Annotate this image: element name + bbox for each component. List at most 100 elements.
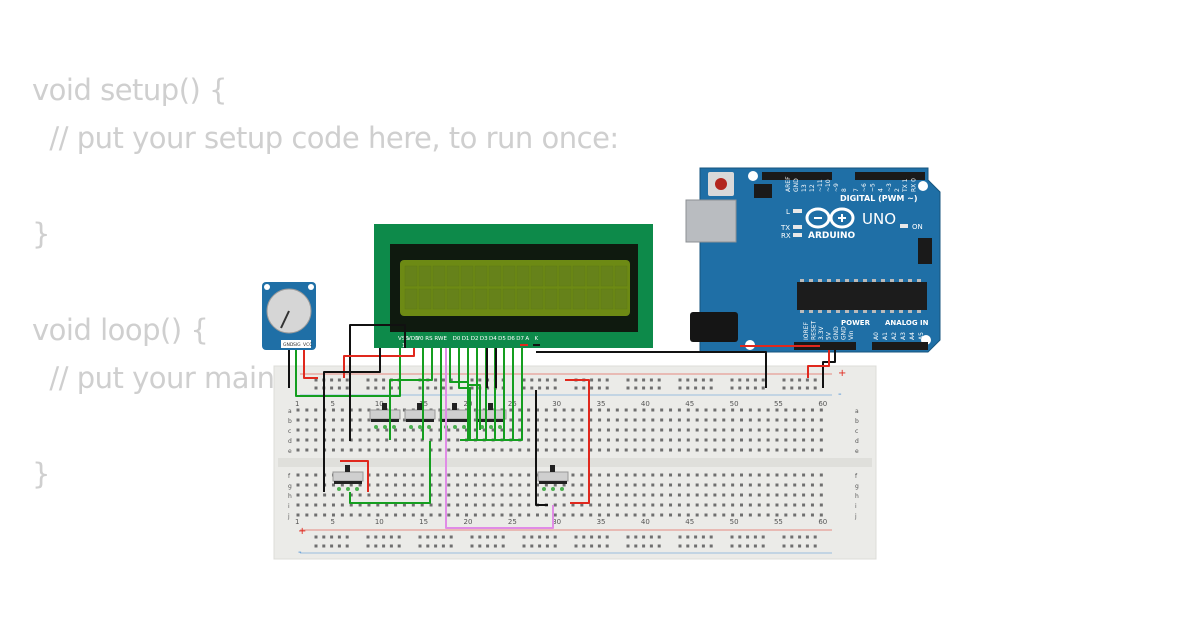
row-letter: b [855, 418, 859, 425]
digital-pin-label: GND [793, 178, 800, 192]
digital-header-right[interactable] [855, 172, 925, 180]
power-pin-label: IOREF [803, 322, 810, 340]
wire[interactable] [295, 348, 401, 397]
led-rx [793, 233, 802, 237]
led-l-label: L [786, 208, 790, 216]
column-number-top: 10 [375, 400, 384, 408]
wire[interactable] [445, 348, 554, 529]
row-letter: g [288, 483, 292, 490]
breadboard[interactable]: 1155101015152020252530303535404045455050… [273, 365, 877, 560]
column-number-top: 60 [818, 400, 827, 408]
digital-pin-label: 4 [878, 188, 885, 192]
power-pin-label: GND [833, 326, 840, 340]
wire[interactable] [565, 379, 590, 504]
digital-pin-label: 12 [809, 184, 816, 192]
icsp-header [754, 184, 932, 264]
lcd-pin-label: RS [425, 336, 433, 342]
column-number-top: 40 [641, 400, 650, 408]
lcd-pin-label: VSS [398, 336, 409, 342]
led-tx [793, 225, 802, 229]
analog-header[interactable] [872, 342, 928, 350]
lcd-pin-label: A [525, 336, 529, 342]
rail-minus-label-bottom: - [298, 547, 302, 558]
code-line[interactable]: } [32, 457, 50, 491]
wire[interactable] [323, 348, 381, 492]
column-number-top: 30 [552, 400, 561, 408]
lcd-pin-label: D3 [480, 336, 488, 342]
on-led [900, 224, 908, 228]
led-l [793, 209, 802, 213]
digital-pin-label: ~3 [886, 183, 893, 192]
wire[interactable] [389, 348, 433, 440]
slide-switch[interactable] [332, 465, 364, 491]
code-line[interactable]: void setup() { [32, 73, 227, 107]
row-letter: e [288, 448, 292, 455]
column-number-bottom: 40 [641, 518, 650, 526]
breadboard-holes[interactable] [296, 378, 823, 548]
wire[interactable] [535, 390, 548, 506]
row-letter: i [855, 503, 857, 510]
wire[interactable] [807, 350, 830, 378]
row-letter: a [855, 408, 859, 415]
pot-pin-label: GND [283, 342, 294, 348]
usb-port [685, 199, 737, 243]
power-pin-label: Vin [848, 330, 855, 340]
column-number-bottom: 50 [730, 518, 739, 526]
lcd-pin-label: D4 [489, 336, 497, 342]
analog-pin-label: A3 [900, 332, 907, 340]
power-header[interactable] [794, 342, 856, 350]
column-number-bottom: 15 [419, 518, 428, 526]
power-pin-label: 5V [826, 331, 833, 340]
row-letter: e [855, 448, 859, 455]
slide-switch[interactable] [404, 403, 436, 429]
column-number-top: 55 [774, 400, 783, 408]
digital-header-left[interactable] [762, 172, 832, 180]
code-line[interactable]: } [32, 217, 50, 251]
slide-switches[interactable] [332, 403, 569, 491]
row-letter: a [288, 408, 292, 415]
power-jack [690, 312, 738, 342]
digital-pin-label: 2 [894, 188, 901, 192]
rail-plus-label-bottom: + [298, 526, 306, 537]
wire[interactable] [500, 348, 523, 441]
row-letter: h [855, 493, 859, 500]
wire[interactable] [467, 348, 481, 430]
slide-switch[interactable] [369, 403, 401, 429]
lcd-character-cells [404, 265, 628, 310]
wire[interactable] [340, 460, 369, 492]
wires[interactable] [288, 324, 836, 529]
wire[interactable] [303, 350, 318, 379]
wire[interactable] [349, 441, 431, 504]
slide-switch[interactable] [537, 465, 569, 491]
digital-pin-label: ~6 [861, 183, 868, 192]
column-number-bottom: 5 [330, 518, 334, 526]
digital-pin-label: 8 [841, 188, 848, 192]
pot-pin-label: SIG [293, 342, 301, 348]
lcd-pin-label: V0 [416, 336, 424, 342]
digital-pin-label: ~10 [825, 179, 832, 192]
power-pin-label: 3.3V [818, 325, 825, 340]
digital-pin-label: ~11 [817, 179, 824, 192]
microcontroller-chip [797, 279, 927, 313]
code-line[interactable]: void loop() { [32, 313, 209, 347]
board-brand: ARDUINO [808, 231, 856, 241]
column-number-bottom: 10 [375, 518, 384, 526]
code-line[interactable]: // put your setup code here, to run once… [32, 121, 619, 155]
analog-pin-label: A1 [882, 332, 889, 340]
column-number-bottom: 1 [295, 518, 299, 526]
wire[interactable] [458, 348, 471, 440]
row-letter: f [288, 473, 291, 480]
wire[interactable] [349, 324, 406, 441]
analog-pin-label: A2 [891, 332, 898, 340]
column-number-top: 35 [597, 400, 606, 408]
lcd-pin-label: E [444, 336, 448, 342]
row-letter: c [288, 428, 291, 435]
power-pin-label: RESET [811, 320, 818, 340]
wire[interactable] [536, 351, 767, 388]
